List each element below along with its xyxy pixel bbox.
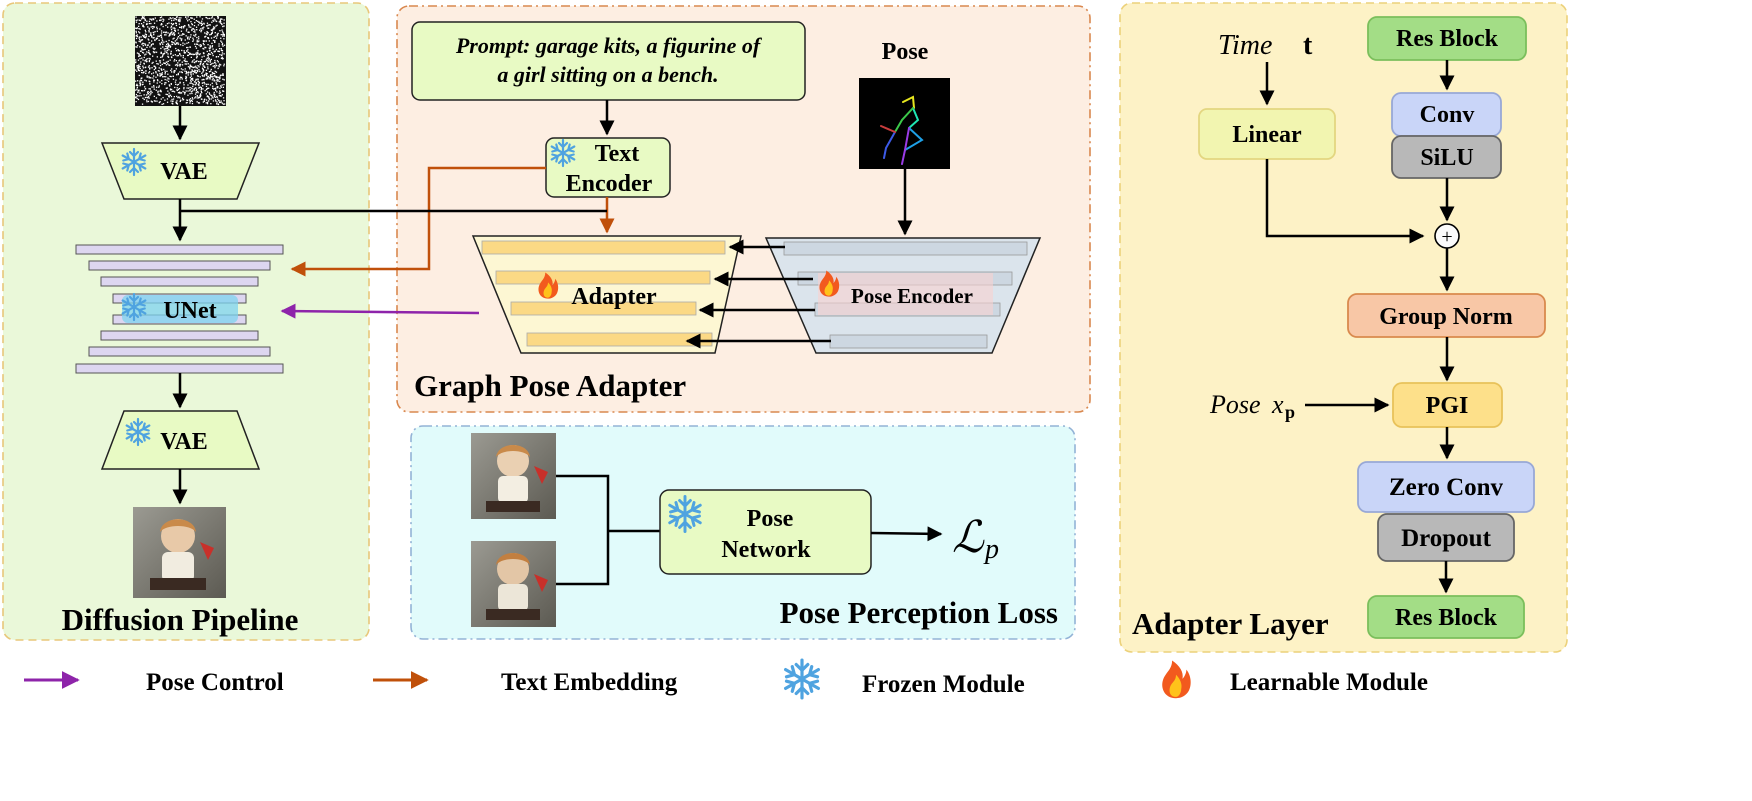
unet-block: UNet: [75, 244, 284, 374]
sum-node: +: [1434, 223, 1460, 249]
pose-xp-symbol: x: [1271, 390, 1284, 419]
sum-symbol: +: [1441, 226, 1452, 248]
snowflake-icon: [784, 658, 820, 700]
vae-decoder: VAE: [100, 410, 261, 470]
linear-label: Linear: [1232, 122, 1302, 148]
res-block-top: Res Block: [1367, 16, 1527, 61]
adapter-label: Adapter: [571, 284, 657, 310]
legend-text-embedding-label: Text Embedding: [501, 669, 678, 696]
pose-skeleton-image: [859, 78, 950, 169]
loss-symbol: ℒ p: [952, 513, 999, 565]
pose-network-box: Pose Network: [659, 489, 872, 575]
legend-frozen-module-label: Frozen Module: [862, 671, 1025, 698]
time-input-label: Time t: [1218, 30, 1313, 61]
legend-learnable-module-label: Learnable Module: [1230, 669, 1428, 696]
silu-box: SiLU: [1391, 135, 1502, 179]
loss-script-letter: ℒ: [952, 513, 985, 562]
text-encoder-box: Text Encoder: [545, 137, 671, 198]
loss-subscript: p: [983, 534, 999, 565]
pose-network-line2: Network: [721, 537, 811, 563]
pose-encoder-label: Pose Encoder: [851, 284, 973, 308]
conv-label: Conv: [1420, 102, 1475, 128]
prompt-line2: a girl sitting on a bench.: [497, 62, 718, 87]
arrow-encoder-to-unet: [290, 166, 546, 277]
group-norm-box: Group Norm: [1347, 293, 1546, 338]
encoder-to-adapter-arrows: [685, 239, 831, 349]
arrow-pose-control-to-unet: [280, 303, 480, 319]
pose-perception-loss-title: Pose Perception Loss: [780, 595, 1058, 630]
prompt-line1: Prompt: garage kits, a figurine of: [455, 33, 763, 58]
res-block-top-label: Res Block: [1396, 26, 1499, 52]
diffusion-pipeline-title: Diffusion Pipeline: [62, 602, 299, 637]
pose-network-line1: Pose: [747, 506, 794, 532]
vae-encoder: VAE: [100, 142, 261, 200]
pose-xp-label: Pose: [1209, 390, 1261, 419]
zero-conv-label: Zero Conv: [1389, 474, 1504, 501]
generated-image: [471, 433, 556, 519]
images-to-network-connector: [556, 474, 660, 586]
output-image: [133, 507, 226, 598]
linear-box: Linear: [1198, 108, 1336, 160]
pose-xp-subscript: p: [1285, 402, 1295, 422]
dropout-label: Dropout: [1401, 525, 1492, 552]
pgi-box: PGI: [1392, 382, 1503, 428]
text-encoder-line1: Text: [595, 141, 639, 167]
graph-pose-adapter-title: Graph Pose Adapter: [414, 368, 686, 403]
prompt-box: Prompt: garage kits, a figurine of a gir…: [411, 21, 806, 101]
flame-icon: [1162, 660, 1191, 699]
legend-pose-control-label: Pose Control: [146, 669, 284, 696]
adapter-block: Adapter: [471, 235, 742, 354]
unet-label: UNet: [163, 298, 216, 324]
group-norm-label: Group Norm: [1379, 304, 1513, 330]
arrow-linear-to-sum: [1265, 159, 1425, 244]
vae-top-label: VAE: [160, 159, 208, 185]
reference-image: [471, 541, 556, 627]
pgi-label: PGI: [1426, 393, 1469, 419]
time-symbol: t: [1303, 30, 1313, 61]
legend: Pose Control Text Embedding Frozen Modul…: [24, 658, 1428, 700]
pose-encoder-block: Pose Encoder: [764, 237, 1042, 354]
adapter-layer-title: Adapter Layer: [1132, 606, 1329, 641]
pose-input-label: Pose: [882, 39, 929, 65]
silu-label: SiLU: [1420, 145, 1473, 171]
vae-bottom-label: VAE: [160, 429, 208, 455]
time-label: Time: [1218, 30, 1272, 61]
dropout-box: Dropout: [1377, 513, 1515, 562]
noise-image: [135, 16, 226, 106]
res-block-bottom: Res Block: [1367, 595, 1525, 639]
arrow-network-to-loss: [870, 526, 943, 542]
pose-input-xp: Pose x p: [1209, 390, 1295, 422]
res-block-bottom-label: Res Block: [1395, 605, 1498, 631]
zero-conv-box: Zero Conv: [1357, 461, 1535, 513]
text-encoder-line2: Encoder: [566, 171, 653, 197]
conv-box: Conv: [1391, 92, 1502, 137]
